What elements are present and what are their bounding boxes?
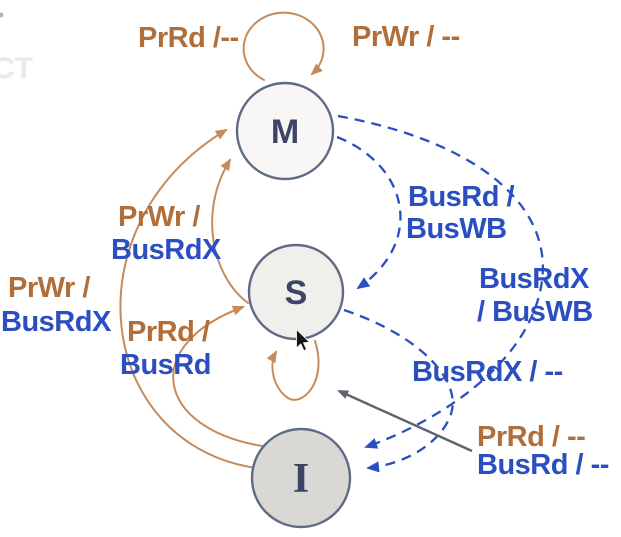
- state-m-circle: [235, 81, 335, 181]
- state-i-label: I: [293, 456, 309, 502]
- edge-m-self-loop: [242, 11, 325, 81]
- edge-s-self-loop: [266, 340, 320, 401]
- label-s-to-i: BusRdX / --: [412, 356, 563, 388]
- state-s-label: S: [285, 274, 308, 312]
- label-s-self-prrd: PrRd / --: [477, 421, 585, 453]
- label-i-to-s-event: PrRd /: [127, 316, 210, 348]
- label-m-self-prrd: PrRd /--: [138, 22, 239, 54]
- video-artifact-speck: [0, 12, 4, 18]
- state-s: S: [247, 243, 345, 341]
- edge-i-to-m: [119, 128, 257, 469]
- label-s-self-busrd: BusRd / --: [477, 449, 609, 481]
- label-m-to-s-action: BusWB: [406, 213, 507, 245]
- edge-s-to-i: [343, 308, 454, 473]
- edge-m-to-s: [336, 135, 402, 290]
- label-m-self-prwr: PrWr / --: [352, 21, 460, 53]
- label-m-to-i-action: / BusWB: [477, 296, 593, 328]
- label-i-to-s-action: BusRd: [120, 349, 211, 381]
- state-m-label: M: [271, 113, 299, 151]
- label-i-to-m-action: BusRdX: [1, 306, 112, 338]
- label-s-to-m-event: PrWr /: [118, 201, 200, 233]
- edge-i-to-s: [172, 305, 263, 447]
- edge-s-to-m: [211, 158, 249, 304]
- edge-m-to-i: [337, 114, 544, 449]
- label-m-to-i-event: BusRdX: [479, 263, 590, 295]
- mouse-cursor-icon: [296, 328, 311, 352]
- state-s-circle: [247, 243, 345, 341]
- state-i: I: [250, 427, 352, 529]
- label-pointer-line: [337, 389, 473, 453]
- label-s-to-m-action: BusRdX: [111, 234, 222, 266]
- label-i-to-m-event: PrWr /: [8, 272, 90, 304]
- label-m-to-s-event: BusRd /: [408, 181, 515, 213]
- video-artifact-text: CT: [0, 52, 33, 85]
- state-i-circle: [250, 427, 352, 529]
- state-m: M: [235, 81, 335, 181]
